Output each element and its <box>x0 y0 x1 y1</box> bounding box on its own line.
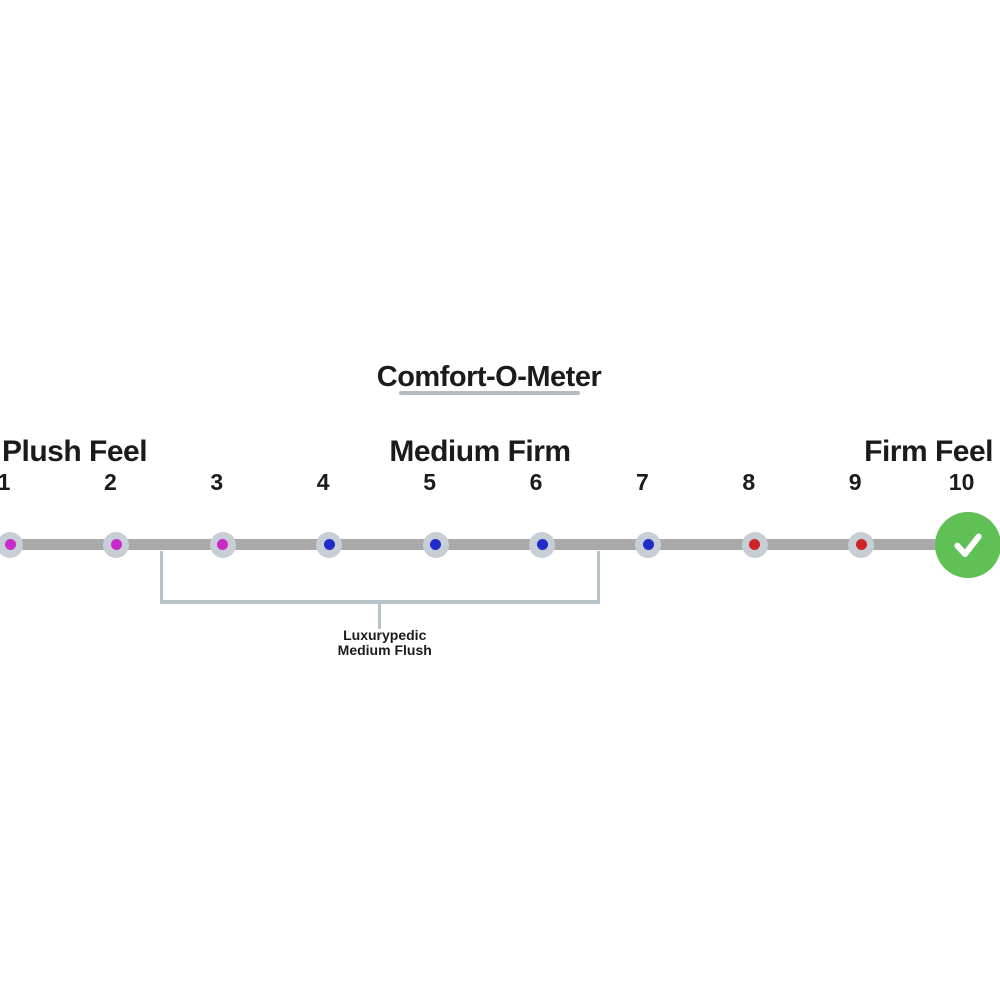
scale-dot-4 <box>316 531 343 558</box>
scale-number-1: 1 <box>0 469 11 495</box>
scale-dot-core-9 <box>855 539 867 550</box>
scale-dot-3 <box>209 531 236 558</box>
scale-number-2: 2 <box>103 469 117 495</box>
label-plush-feel: Plush Feel <box>2 435 148 468</box>
scale-number-5: 5 <box>423 469 436 495</box>
annotation-line1: Luxurypedic <box>343 627 427 643</box>
bracket-right-line <box>596 551 600 603</box>
scale-number-9: 9 <box>848 469 862 495</box>
scale-number-8: 8 <box>742 469 756 495</box>
scale-dot-core-3 <box>217 539 229 550</box>
scale-dot-core-6 <box>536 539 548 550</box>
page-title: Comfort-O-Meter <box>376 361 602 393</box>
scale-dot-core-2 <box>110 539 122 550</box>
label-medium-firm: Medium Firm <box>389 435 571 468</box>
scale-dot-1 <box>0 531 23 558</box>
annotation-label: Luxurypedic Medium Flush <box>338 628 432 658</box>
scale-dot-2 <box>103 531 130 558</box>
label-firm-feel: Firm Feel <box>864 435 993 468</box>
selected-firmness-marker <box>934 511 1000 578</box>
scale-dot-core-8 <box>749 539 761 550</box>
scale-number-3: 3 <box>210 469 224 495</box>
annotation-line2: Medium Flush <box>337 642 432 658</box>
scale-dot-6 <box>529 531 555 558</box>
scale-number-10: 10 <box>948 469 975 495</box>
scale-dot-core-5 <box>430 539 442 550</box>
bracket-left-line <box>159 551 163 603</box>
scale-dot-7 <box>635 531 662 558</box>
scale-number-4: 4 <box>316 469 330 495</box>
bracket-bottom-line <box>159 600 600 604</box>
scale-dot-9 <box>848 531 875 558</box>
scale-number-6: 6 <box>529 469 543 495</box>
scale-dot-core-1 <box>4 539 16 550</box>
scale-dot-core-7 <box>642 539 654 550</box>
title-underline <box>399 391 580 395</box>
scale-number-7: 7 <box>635 469 649 495</box>
bracket-stem <box>378 603 382 629</box>
scale-dot-5 <box>422 531 449 558</box>
checkmark-icon <box>953 533 982 557</box>
scale-dot-core-4 <box>323 539 335 550</box>
scale-dot-8 <box>741 531 768 558</box>
meter-bar <box>0 539 1000 550</box>
